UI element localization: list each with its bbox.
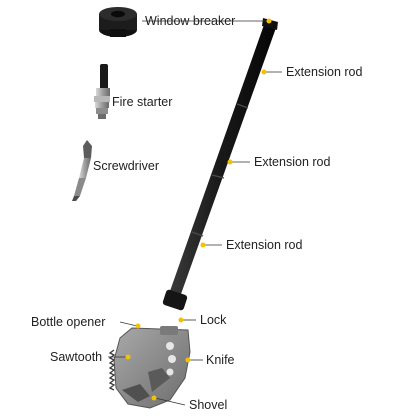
marker-extension-rod-2 (227, 159, 233, 165)
marker-dots (125, 18, 272, 401)
label-lock: Lock (200, 313, 227, 327)
fire-starter-part (94, 64, 110, 119)
screwdriver-part (72, 140, 92, 201)
marker-extension-rod-3 (200, 242, 206, 248)
window-breaker-part (99, 7, 137, 37)
leader-lines (108, 20, 282, 406)
marker-window-breaker (266, 18, 272, 24)
marker-extension-rod-1 (261, 69, 267, 75)
label-extension-rod-1: Extension rod (286, 65, 363, 79)
marker-sawtooth (125, 354, 131, 360)
label-screwdriver: Screwdriver (93, 159, 159, 173)
label-bottle-opener: Bottle opener (31, 315, 106, 329)
marker-lock (178, 317, 184, 323)
marker-knife (185, 357, 191, 363)
label-knife: Knife (206, 353, 235, 367)
marker-bottle-opener (135, 323, 141, 329)
marker-shovel (151, 395, 157, 401)
label-sawtooth: Sawtooth (50, 350, 103, 364)
label-extension-rod-3: Extension rod (226, 238, 303, 252)
extension-rod-part (162, 18, 278, 311)
label-extension-rod-2: Extension rod (254, 155, 331, 169)
label-shovel: Shovel (189, 398, 228, 412)
shovel-blade-part (108, 326, 191, 409)
label-window-breaker: Window breaker (145, 14, 236, 28)
label-fire-starter: Fire starter (112, 95, 173, 109)
